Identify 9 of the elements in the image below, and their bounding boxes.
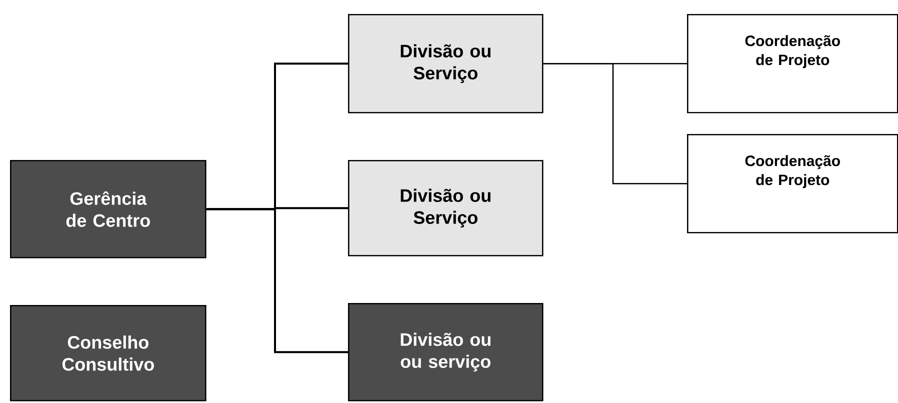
org-box: Coordenação de Projeto [687,134,898,234]
org-box: Divisão ou Serviço [348,14,544,114]
connector-line [543,63,687,184]
connector-line [206,208,348,354]
org-box: Gerência de Centro [10,160,206,258]
org-box: Divisão ou ou serviço [348,303,544,402]
org-box: Conselho Consultivo [10,305,206,402]
org-box: Divisão ou Serviço [348,160,544,256]
org-box: Coordenação de Projeto [687,14,898,114]
